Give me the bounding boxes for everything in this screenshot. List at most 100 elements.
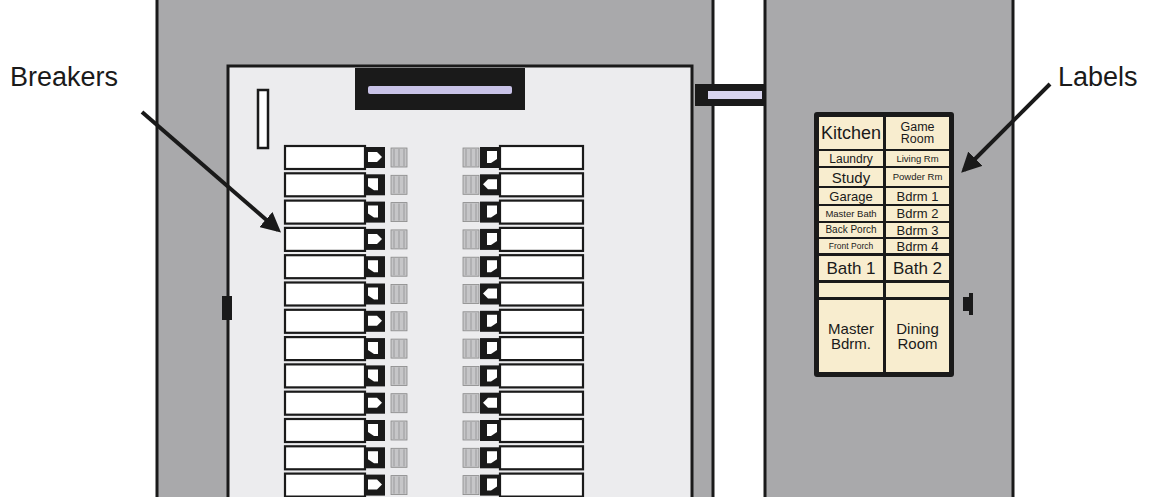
room-label: Back Porch xyxy=(819,223,883,237)
label-text: Back Porch xyxy=(825,225,876,235)
toggle-handle xyxy=(368,342,378,354)
panel-box xyxy=(157,0,713,497)
latch xyxy=(222,296,232,320)
breaker-face xyxy=(500,419,583,442)
label-text: Bdrm 2 xyxy=(897,207,939,220)
breaker-toggle xyxy=(366,311,385,332)
breaker-toggle xyxy=(366,284,385,305)
breaker-face xyxy=(285,392,365,415)
breaker-toggle xyxy=(480,393,499,414)
breaker-face xyxy=(285,474,365,497)
stripe xyxy=(471,176,472,193)
stripe xyxy=(399,422,400,439)
label-text: Laundry xyxy=(829,153,872,165)
stripe xyxy=(404,367,405,384)
room-label: Front Porch xyxy=(819,239,883,253)
hinge xyxy=(695,84,775,106)
breaker-toggle xyxy=(366,338,385,359)
label-text: Master Bdrm. xyxy=(824,321,878,351)
stripe xyxy=(476,449,477,466)
stripe xyxy=(399,176,400,193)
breaker-toggle xyxy=(366,174,385,195)
room-label: Kitchen xyxy=(819,117,883,149)
toggle-handle xyxy=(487,479,497,491)
stripe xyxy=(466,313,467,330)
room-label: Powder Rm xyxy=(886,168,949,186)
breaker-toggle xyxy=(480,338,499,359)
label-text: Bath 1 xyxy=(826,260,875,277)
stripe xyxy=(404,477,405,494)
stripe xyxy=(476,313,477,330)
stripe xyxy=(466,231,467,248)
breaker-toggle xyxy=(480,447,499,468)
stripe xyxy=(471,367,472,384)
stripe xyxy=(471,204,472,221)
toggle-handle xyxy=(487,260,497,272)
room-label: Study xyxy=(819,168,883,186)
label-card xyxy=(814,112,954,377)
breaker-toggle xyxy=(366,447,385,468)
stripe xyxy=(404,340,405,357)
room-label: Bdrm 2 xyxy=(886,206,949,221)
breaker-face xyxy=(500,364,583,387)
stripe xyxy=(476,176,477,193)
toggle-handle xyxy=(368,152,382,162)
toggle-handle xyxy=(487,233,497,245)
stripe xyxy=(394,449,395,466)
toggle-handle xyxy=(487,315,497,327)
stripe xyxy=(466,286,467,303)
breaker-body xyxy=(463,148,479,167)
label-text: Front Porch xyxy=(829,242,873,251)
room-label: Bath 1 xyxy=(819,256,883,280)
stripe xyxy=(476,286,477,303)
stripe xyxy=(404,149,405,166)
stripe xyxy=(466,395,467,412)
toggle-handle xyxy=(483,398,497,408)
stripe xyxy=(399,449,400,466)
breaker-toggle xyxy=(366,365,385,386)
stripe xyxy=(394,477,395,494)
breaker-face xyxy=(500,446,583,469)
breaker-body xyxy=(391,203,407,222)
label-text: Master Bath xyxy=(825,209,876,219)
leader-arrow xyxy=(964,84,1050,170)
breaker-body xyxy=(391,148,407,167)
breaker-face xyxy=(500,228,583,251)
toggle-handle xyxy=(368,288,378,300)
toggle-handle xyxy=(487,369,497,381)
stripe xyxy=(476,422,477,439)
label-text: Bdrm 4 xyxy=(897,240,939,253)
room-label: Master Bath xyxy=(819,206,883,221)
breaker-toggle xyxy=(480,202,499,223)
breaker-body xyxy=(463,230,479,249)
breaker-toggle xyxy=(480,284,499,305)
stripe xyxy=(404,231,405,248)
stripe xyxy=(394,367,395,384)
label-text: Powder Rm xyxy=(893,172,943,182)
breaker-body xyxy=(463,339,479,358)
callout-label: Labels xyxy=(1058,62,1138,93)
toggle-handle xyxy=(483,289,497,299)
stripe xyxy=(466,477,467,494)
toggle-handle xyxy=(483,179,497,189)
breaker-body xyxy=(463,421,479,440)
breaker-body xyxy=(391,448,407,467)
toggle-handle xyxy=(368,480,382,490)
blank-label xyxy=(819,283,883,297)
breaker-face xyxy=(285,419,365,442)
breaker-face xyxy=(285,228,365,251)
breaker-rows xyxy=(285,146,583,497)
toggle-handle xyxy=(368,260,378,272)
door xyxy=(765,0,1013,497)
label-text: Game Room xyxy=(896,121,940,146)
breaker-toggle xyxy=(480,311,499,332)
breaker-body xyxy=(391,285,407,304)
stripe xyxy=(476,477,477,494)
stripe xyxy=(471,231,472,248)
room-label: Dining Room xyxy=(886,300,949,372)
room-label: Garage xyxy=(819,188,883,204)
label-text: Bdrm 1 xyxy=(897,190,939,203)
breaker-face xyxy=(500,474,583,497)
stripe xyxy=(399,313,400,330)
